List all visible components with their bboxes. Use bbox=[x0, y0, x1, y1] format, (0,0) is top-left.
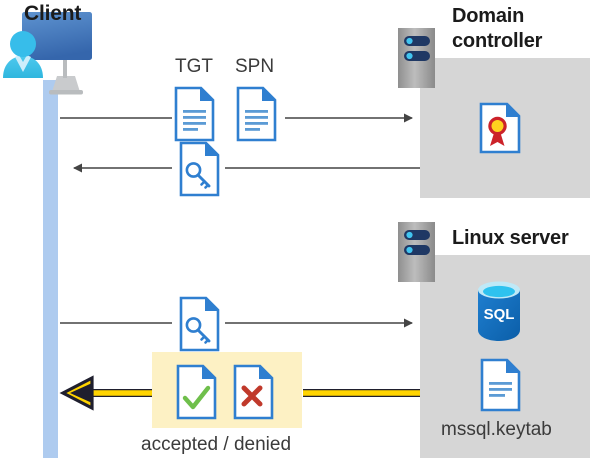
client-title: Client bbox=[24, 2, 82, 25]
sql-database-label: SQL bbox=[484, 306, 515, 323]
linux-server-title: Linux server bbox=[452, 227, 569, 249]
spn-label: SPN bbox=[235, 56, 275, 77]
tgt-label: TGT bbox=[175, 56, 213, 77]
accepted-denied-label: accepted / denied bbox=[141, 434, 292, 455]
domain-controller-title: Domain controller bbox=[452, 5, 543, 52]
client-lifeline bbox=[43, 80, 58, 458]
mssql-keytab-label: mssql.keytab bbox=[441, 419, 552, 440]
